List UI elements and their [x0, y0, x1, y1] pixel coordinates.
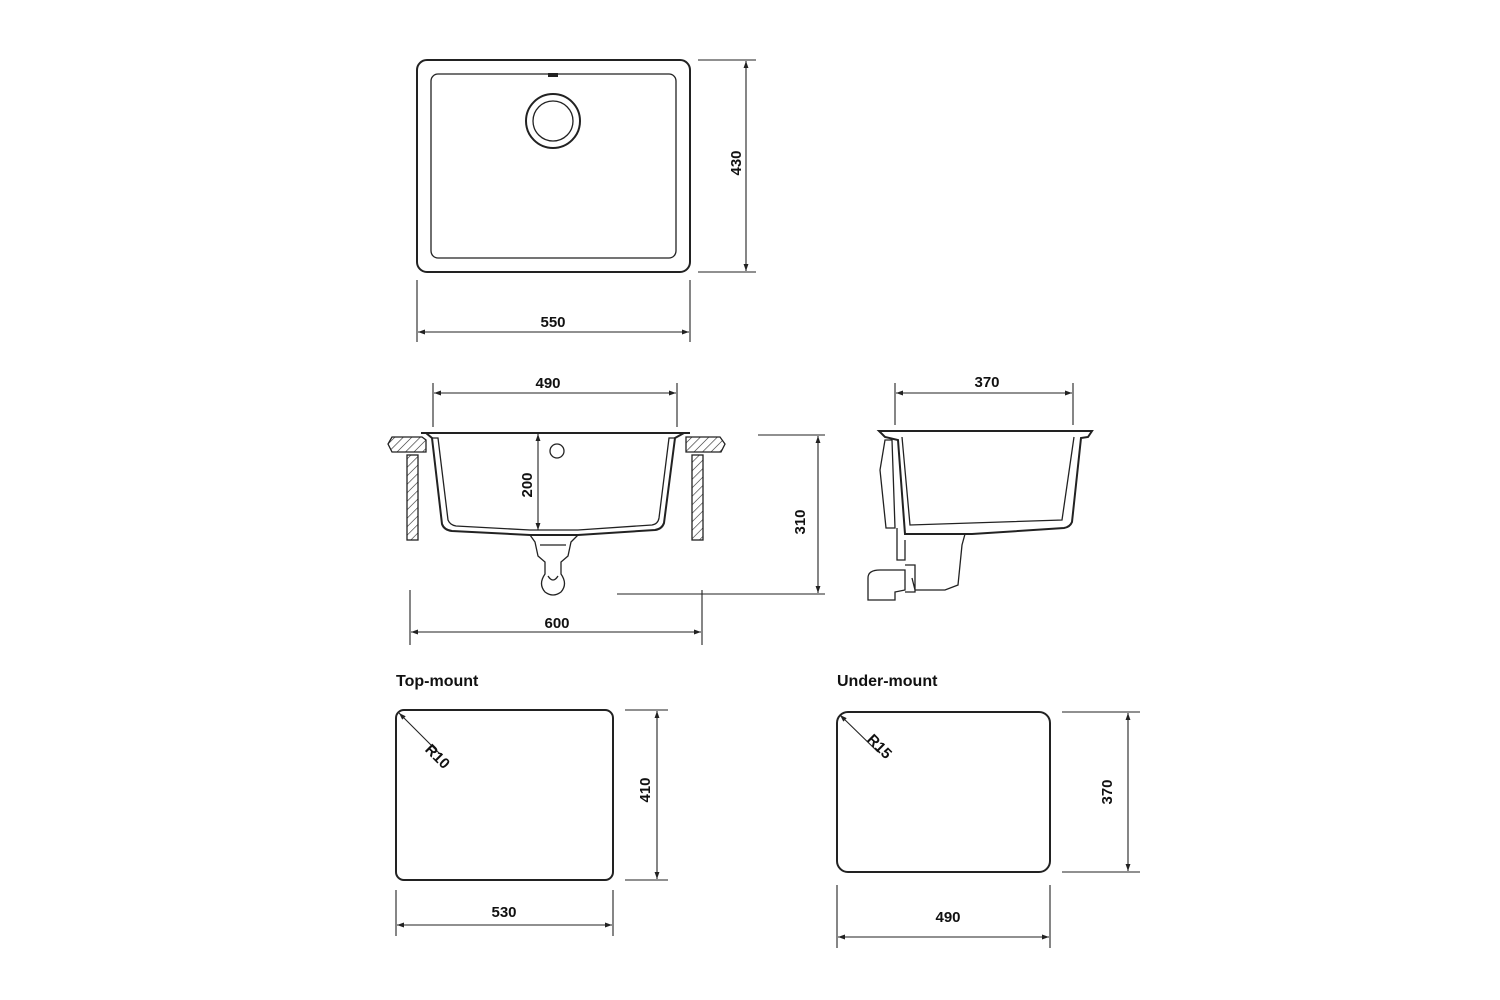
- side-bowl-profile: [876, 430, 1094, 535]
- under-mount-radius-label: R15: [863, 731, 894, 762]
- bowl-depth-label: 200: [519, 472, 536, 497]
- sink-outer-outline: [416, 59, 691, 273]
- top-view: 430 550: [416, 59, 756, 342]
- left-cabinet-wall: [406, 454, 419, 541]
- top-mount-height-label: 410: [637, 777, 654, 802]
- under-mount-width-label: 490: [935, 909, 960, 926]
- total-height-dimension: 310: [617, 434, 825, 595]
- depth-label: 430: [728, 150, 745, 175]
- bowl-depth-dimension: 200: [519, 434, 541, 530]
- inner-width-label: 490: [535, 375, 560, 392]
- front-view: 490 200 310 600: [387, 375, 825, 645]
- drain-trap: [529, 534, 579, 596]
- total-height-label: 310: [792, 509, 809, 534]
- top-mount-radius-label: R10: [421, 741, 452, 772]
- overflow-slot: [548, 73, 558, 77]
- drain-inner: [532, 100, 574, 142]
- under-mount-title: Under-mount: [837, 673, 938, 690]
- inner-depth-label: 370: [974, 374, 999, 391]
- depth-dimension: 430: [698, 59, 756, 273]
- under-mount-height-label: 370: [1099, 779, 1116, 804]
- overflow-hole: [549, 443, 565, 459]
- under-mount-cutout: Under-mount R15 370 490: [836, 673, 1140, 948]
- right-cabinet-wall: [691, 454, 704, 541]
- top-mount-title: Top-mount: [396, 673, 479, 690]
- side-overflow-pipe: [879, 439, 896, 529]
- width-label: 550: [540, 314, 565, 331]
- sink-bowl-profile: [421, 432, 690, 536]
- under-mount-outline: [836, 711, 1051, 873]
- top-mount-width-label: 530: [491, 904, 516, 921]
- width-dimension: 550: [416, 280, 691, 342]
- side-drain-assembly: [867, 528, 966, 601]
- drain-outer: [525, 93, 581, 149]
- top-mount-outline: [395, 709, 614, 881]
- overall-width-dimension: 600: [409, 590, 703, 645]
- overall-width-label: 600: [544, 615, 569, 632]
- side-view: 370: [867, 374, 1094, 601]
- right-countertop-clip: [685, 436, 726, 453]
- top-mount-cutout: Top-mount R10 410 530: [395, 673, 668, 936]
- left-countertop-clip: [387, 436, 427, 453]
